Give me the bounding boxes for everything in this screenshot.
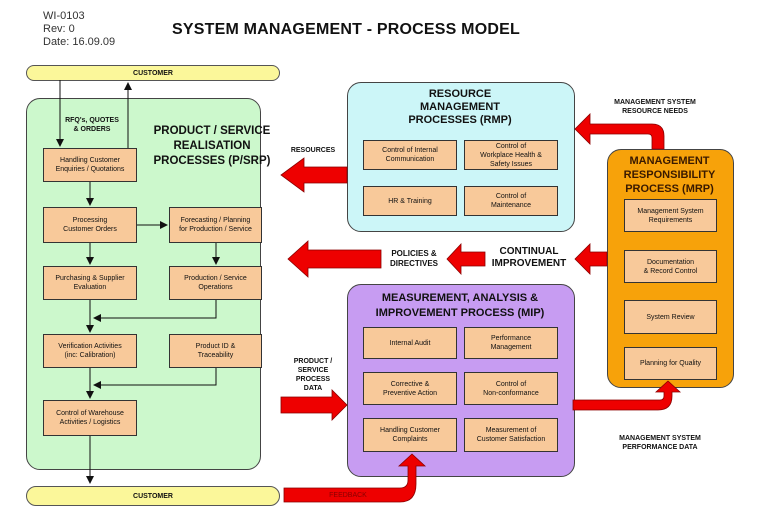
document-id: WI-0103 — [43, 10, 85, 22]
process-data-arrow — [280, 389, 348, 421]
rmp-title: RESOURCE MANAGEMENT PROCESSES (RMP) — [408, 88, 512, 126]
box-product-id-traceability: Product ID &Traceability — [169, 334, 262, 368]
psrp-title: PRODUCT / SERVICE REALISATION PROCESSES … — [153, 125, 271, 167]
box-system-review: System Review — [624, 300, 717, 334]
policies-arrow — [287, 240, 382, 278]
box-documentation-record-control: Documentation& Record Control — [624, 250, 717, 283]
policies-directives-label: POLICIES & DIRECTIVES — [389, 249, 438, 268]
mip-title: MEASUREMENT, ANALYSIS & IMPROVEMENT PROC… — [375, 292, 545, 319]
continual-policies-arrow — [446, 242, 486, 276]
customer-top: CUSTOMER — [26, 65, 280, 81]
customer-bottom: CUSTOMER — [26, 486, 280, 506]
document-revision: Rev: 0 — [43, 23, 75, 35]
mrp-title: MANAGEMENT RESPONSIBILITY PROCESS (MRP) — [623, 155, 716, 195]
box-hr-training: HR & Training — [363, 186, 457, 216]
rfq-quotes-orders-label: RFQ's, QUOTES & ORDERS — [65, 117, 119, 133]
document-info: WI-0103 Rev: 0 Date: 16.09.09 — [43, 10, 115, 49]
continual-improvement-label: CONTINUAL IMPROVEMENT — [491, 246, 567, 269]
flow-line — [93, 368, 217, 389]
resource-needs-label: MANAGEMENT SYSTEM RESOURCE NEEDS — [614, 99, 696, 115]
document-date: Date: 16.09.09 — [43, 36, 116, 48]
page-title: SYSTEM MANAGEMENT - PROCESS MODEL — [172, 21, 520, 38]
resources-arrow — [280, 157, 348, 193]
feedback-label: FEEDBACK — [329, 492, 367, 499]
box-corrective-preventive: Corrective &Preventive Action — [363, 372, 457, 405]
resources-label: RESOURCES — [290, 147, 336, 154]
box-planning-for-quality: Planning for Quality — [624, 347, 717, 380]
flow-line — [93, 300, 217, 322]
feedback-arrow — [283, 453, 427, 503]
resource-needs-arrow — [574, 113, 665, 150]
performance-data-arrow — [572, 380, 682, 411]
box-verification-activities: Verification Activities(inc: Calibration… — [43, 334, 137, 368]
mrp-continual-arrow — [574, 243, 608, 275]
performance-data-label: MANAGEMENT SYSTEM PERFORMANCE DATA — [619, 435, 701, 451]
box-internal-audit: Internal Audit — [363, 327, 457, 359]
process-data-label: PRODUCT / SERVICE PROCESS DATA — [293, 358, 333, 392]
